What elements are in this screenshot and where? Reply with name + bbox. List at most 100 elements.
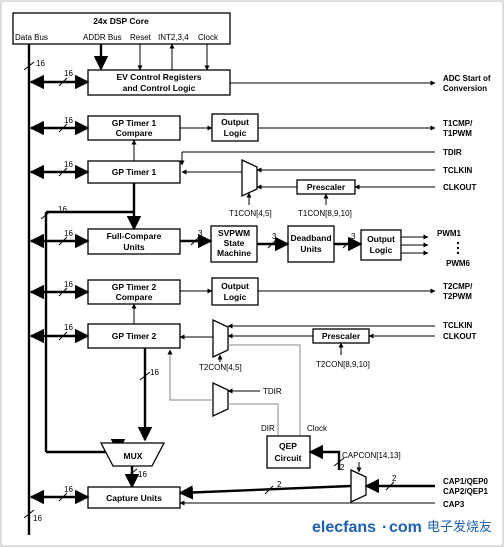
tclkin2-label: TCLKIN xyxy=(443,321,473,330)
svg-text:16: 16 xyxy=(58,205,67,214)
pwm1-label: PWM1 xyxy=(437,229,462,238)
prescaler-1-block: Prescaler xyxy=(296,179,356,195)
capture-input-mux xyxy=(350,468,367,504)
t2con-45-label: T2CON[4,5] xyxy=(199,363,242,372)
t2cmp-label: T2CMP/ xyxy=(443,282,473,291)
svg-text:State: State xyxy=(224,238,245,248)
svg-text:16: 16 xyxy=(64,485,73,494)
svg-text:3: 3 xyxy=(351,232,356,241)
capture-units-block: Capture Units xyxy=(87,486,181,509)
direction-select-mux xyxy=(212,381,229,418)
gp-timer2-block: GP Timer 2 xyxy=(87,323,181,349)
svg-text:16: 16 xyxy=(64,229,73,238)
clkout-label: CLKOUT xyxy=(443,183,476,192)
svg-text:·: · xyxy=(382,519,387,536)
t2con-8910-label: T2CON[8,9,10] xyxy=(316,360,370,369)
dsp-core-block: 24x DSP Core Data Bus ADDR Bus Reset INT… xyxy=(12,12,231,45)
svg-text:3: 3 xyxy=(198,229,203,238)
svg-text:Capture Units: Capture Units xyxy=(106,493,162,503)
svg-text:电子发烧友: 电子发烧友 xyxy=(427,519,492,535)
svg-text:elecfans: elecfans xyxy=(312,519,376,536)
dir-label: DIR xyxy=(261,424,275,433)
svg-text:GP Timer 2: GP Timer 2 xyxy=(112,331,157,341)
port-clock: Clock xyxy=(198,33,219,42)
full-compare-block: Full-Compare Units xyxy=(87,228,181,255)
tdir-inner-label: TDIR xyxy=(263,387,282,396)
svg-text:T1PWM: T1PWM xyxy=(443,129,472,138)
clock-select-mux-1 xyxy=(241,158,258,198)
svg-text:16: 16 xyxy=(64,69,73,78)
svg-text:Units: Units xyxy=(300,244,322,254)
port-data-bus: Data Bus xyxy=(15,33,48,42)
ev-control-block: EV Control Registers and Control Logic xyxy=(87,69,231,96)
svg-text:Prescaler: Prescaler xyxy=(307,182,346,192)
svg-text:16: 16 xyxy=(150,368,159,377)
svg-text:and Control Logic: and Control Logic xyxy=(123,83,196,93)
svg-text:GP Timer 1: GP Timer 1 xyxy=(112,167,157,177)
dsp-core-title: 24x DSP Core xyxy=(93,16,149,26)
clock-select-mux-2 xyxy=(212,318,229,359)
svg-text:Units: Units xyxy=(123,242,145,252)
svg-text:2: 2 xyxy=(392,474,397,483)
gp-timer1-compare-block: GP Timer 1 Compare xyxy=(87,115,181,141)
cap3-label: CAP3 xyxy=(443,500,465,509)
svg-text:16: 16 xyxy=(64,116,73,125)
svg-text:3: 3 xyxy=(272,232,277,241)
svg-text:Output: Output xyxy=(221,117,249,127)
deadband-block: Deadband Units xyxy=(287,225,335,263)
svg-text:Compare: Compare xyxy=(116,292,153,302)
port-reset: Reset xyxy=(130,33,152,42)
svg-text:16: 16 xyxy=(64,280,73,289)
port-addr-bus: ADDR Bus xyxy=(83,33,122,42)
svg-text:Logic: Logic xyxy=(224,128,247,138)
svg-text:Compare: Compare xyxy=(116,128,153,138)
output-logic-2-block: Output Logic xyxy=(211,277,259,306)
svg-text:T2PWM: T2PWM xyxy=(443,292,472,301)
svg-text:16: 16 xyxy=(64,160,73,169)
svpwm-block: SVPWM State Machine xyxy=(210,225,258,263)
svg-text:16: 16 xyxy=(64,323,73,332)
tdir-label: TDIR xyxy=(443,148,462,157)
mux-block: MUX xyxy=(99,442,166,467)
svg-text:Machine: Machine xyxy=(217,248,251,258)
bus-width-label: 16 xyxy=(33,514,42,523)
svg-text:SVPWM: SVPWM xyxy=(218,228,250,238)
t1con-45-label: T1CON[4,5] xyxy=(229,209,272,218)
svg-text:Deadband: Deadband xyxy=(290,233,331,243)
svg-text:GP Timer 2: GP Timer 2 xyxy=(112,282,157,292)
qep-circuit-block: QEP Circuit xyxy=(266,435,311,469)
svg-text:Full-Compare: Full-Compare xyxy=(107,231,162,241)
capcon-label: CAPCON[14,13] xyxy=(342,451,401,460)
tclkin-label: TCLKIN xyxy=(443,166,473,175)
port-int: INT2,3,4 xyxy=(158,33,189,42)
clkout2-label: CLKOUT xyxy=(443,332,476,341)
bus-width-label: 16 xyxy=(36,59,45,68)
svg-text:Circuit: Circuit xyxy=(275,453,302,463)
svg-text:2: 2 xyxy=(277,480,282,489)
gp-timer1-block: GP Timer 1 xyxy=(87,160,181,184)
clock-label: Clock xyxy=(307,424,328,433)
gp-timer2-compare-block: GP Timer 2 Compare xyxy=(87,279,181,305)
svg-text:Prescaler: Prescaler xyxy=(322,331,361,341)
svg-text:com: com xyxy=(389,519,422,536)
prescaler-2-block: Prescaler xyxy=(312,328,370,344)
output-logic-1-block: Output Logic xyxy=(211,113,259,142)
svg-text:MUX: MUX xyxy=(124,451,143,461)
t1cmp-label: T1CMP/ xyxy=(443,119,473,128)
cap1-label: CAP1/QEP0 xyxy=(443,477,488,486)
svg-text:EV Control Registers: EV Control Registers xyxy=(116,72,201,82)
svg-text:GP Timer 1: GP Timer 1 xyxy=(112,118,157,128)
elecfans-watermark: elecfans · com 电子发烧友 xyxy=(312,519,492,536)
bus-slash xyxy=(23,509,35,519)
adc-start-label: ADC Start of xyxy=(443,74,491,83)
pwm6-label: PWM6 xyxy=(446,259,471,268)
svg-text:Conversion: Conversion xyxy=(443,84,487,93)
output-logic-pwm-block: Output Logic xyxy=(360,229,402,261)
svg-text:Output: Output xyxy=(221,281,249,291)
svg-text:16: 16 xyxy=(138,470,147,479)
svg-text:QEP: QEP xyxy=(279,441,297,451)
svg-text:Logic: Logic xyxy=(224,292,247,302)
svg-text:Logic: Logic xyxy=(370,245,393,255)
